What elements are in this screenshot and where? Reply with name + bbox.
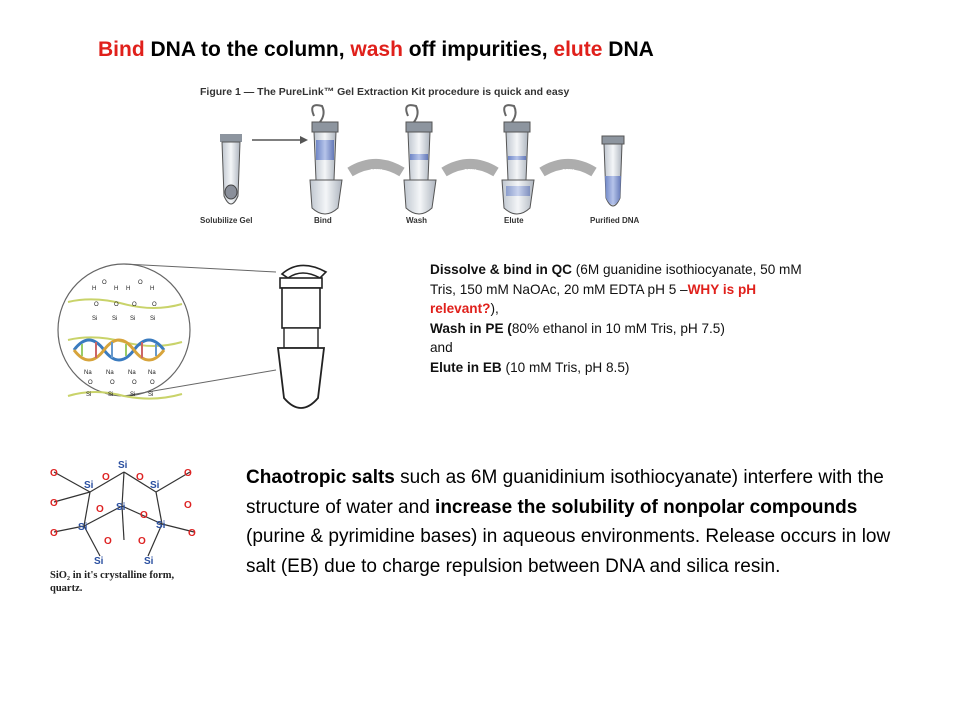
spin-2: SPIN <box>441 159 499 177</box>
svg-text:Si: Si <box>130 392 135 398</box>
chaotropic-salts-term: Chaotropic salts <box>246 467 395 488</box>
svg-text:O: O <box>102 472 110 483</box>
step-label-bind: Bind <box>314 216 332 225</box>
svg-text:O: O <box>96 504 104 515</box>
svg-text:Si: Si <box>86 392 91 398</box>
solubility-term: increase the solubility of nonpolar comp… <box>435 496 858 518</box>
title-bind: Bind <box>98 38 145 61</box>
svg-text:Si: Si <box>84 480 94 491</box>
ph-question: WHY is pH relevant? <box>430 281 757 317</box>
svg-text:Na: Na <box>148 370 156 376</box>
procedure-diagram: SPIN SPIN SPIN <box>220 104 625 215</box>
svg-text:Si: Si <box>116 502 126 513</box>
svg-text:H: H <box>150 286 154 292</box>
svg-text:O: O <box>152 302 157 308</box>
spin-column-icon <box>276 264 328 409</box>
title-wash: wash <box>350 38 403 61</box>
step-label-purified: Purified DNA <box>590 216 640 225</box>
svg-text:H: H <box>92 286 96 292</box>
tube-wash <box>403 104 437 215</box>
svg-text:O: O <box>184 468 192 479</box>
svg-text:Si: Si <box>108 392 113 398</box>
svg-text:Si: Si <box>150 316 155 322</box>
quartz-lattice-figure: Si Si Si Si Si Si Si Si O O O O O O O O … <box>44 452 204 612</box>
svg-text:O: O <box>104 536 112 547</box>
svg-text:Si: Si <box>92 316 97 322</box>
svg-text:SPIN: SPIN <box>370 169 382 175</box>
title-text-3: DNA <box>602 38 654 61</box>
svg-text:Na: Na <box>128 370 136 376</box>
wash-detail: 80% ethanol in 10 mM Tris, pH 7.5) <box>511 320 725 336</box>
svg-text:O: O <box>50 528 58 539</box>
arrow-1 <box>252 136 308 144</box>
svg-text:O: O <box>132 380 137 386</box>
step-label-solubilize: Solubilize Gel <box>200 216 253 225</box>
title-text-1: DNA to the column, <box>144 38 351 61</box>
svg-text:O: O <box>150 380 155 386</box>
tube-bind <box>309 104 343 215</box>
svg-text:SPIN: SPIN <box>562 169 574 175</box>
svg-text:Si: Si <box>150 480 160 491</box>
elute-label: Elute in EB <box>430 359 502 375</box>
dna-helix-icon <box>72 338 166 362</box>
svg-text:SPIN: SPIN <box>464 169 476 175</box>
svg-text:H: H <box>126 286 130 292</box>
slide-title: Bind DNA to the column, wash off impurit… <box>98 38 654 62</box>
svg-text:O: O <box>138 536 146 547</box>
bind-close: ), <box>490 301 499 316</box>
svg-text:O: O <box>94 302 99 308</box>
bind-detail: (6M guanidine isothiocyanate, 50 mM Tris… <box>430 262 802 297</box>
silica-binding-illustration: H O H H O H O O O O Si Si Si Si Na Na Na… <box>57 263 328 409</box>
spin-3: SPIN <box>539 159 597 177</box>
tube-elute <box>501 104 535 215</box>
chaotropic-text-1: such as 6M guanidinium isothiocyanate) i… <box>246 467 884 518</box>
svg-text:O: O <box>136 472 144 483</box>
chaotropic-text-2: (purine & pyrimidine bases) in aqueous e… <box>246 526 891 577</box>
figure-caption: Figure 1 — The PureLink™ Gel Extraction … <box>200 86 570 98</box>
svg-text:O: O <box>88 380 93 386</box>
svg-text:O: O <box>50 498 58 509</box>
svg-text:O: O <box>138 280 143 286</box>
svg-text:Si: Si <box>94 556 104 567</box>
title-elute: elute <box>553 38 603 61</box>
chaotropic-paragraph: Chaotropic salts such as 6M guanidinium … <box>246 463 896 581</box>
svg-text:Si: Si <box>130 316 135 322</box>
svg-text:O: O <box>102 280 107 286</box>
svg-text:Si: Si <box>156 520 166 531</box>
svg-text:Si: Si <box>112 316 117 322</box>
svg-text:Si: Si <box>78 522 88 533</box>
and-text: and <box>430 340 453 355</box>
svg-text:O: O <box>110 380 115 386</box>
svg-text:O: O <box>184 500 192 511</box>
wash-label: Wash in PE ( <box>430 320 512 336</box>
svg-text:Si: Si <box>144 556 154 567</box>
protocol-text: Dissolve & bind in QC (6M guanidine isot… <box>430 260 810 377</box>
svg-text:Na: Na <box>84 370 92 376</box>
svg-text:O: O <box>132 302 137 308</box>
svg-text:H: H <box>114 286 118 292</box>
svg-text:Na: Na <box>106 370 114 376</box>
quartz-lattice-diagram: Si Si Si Si Si Si Si Si O O O O O O O O … <box>50 460 196 567</box>
svg-text:Si: Si <box>118 460 128 471</box>
tube-solubilize <box>220 134 242 205</box>
title-text-2: off impurities, <box>402 38 554 61</box>
svg-text:O: O <box>114 302 119 308</box>
quartz-caption: SiO₂ in it's crystalline form, quartz. <box>50 570 175 594</box>
svg-text:O: O <box>50 468 58 479</box>
procedure-figure: Figure 1 — The PureLink™ Gel Extraction … <box>190 82 650 230</box>
elute-detail: (10 mM Tris, pH 8.5) <box>501 359 630 375</box>
spin-1: SPIN <box>347 159 405 177</box>
step-label-elute: Elute <box>504 216 524 225</box>
step-label-wash: Wash <box>406 216 428 225</box>
bind-label: Dissolve & bind in QC <box>430 262 572 277</box>
svg-text:O: O <box>188 528 196 539</box>
svg-text:Si: Si <box>148 392 153 398</box>
svg-text:O: O <box>140 510 148 521</box>
tube-purified <box>601 135 625 207</box>
